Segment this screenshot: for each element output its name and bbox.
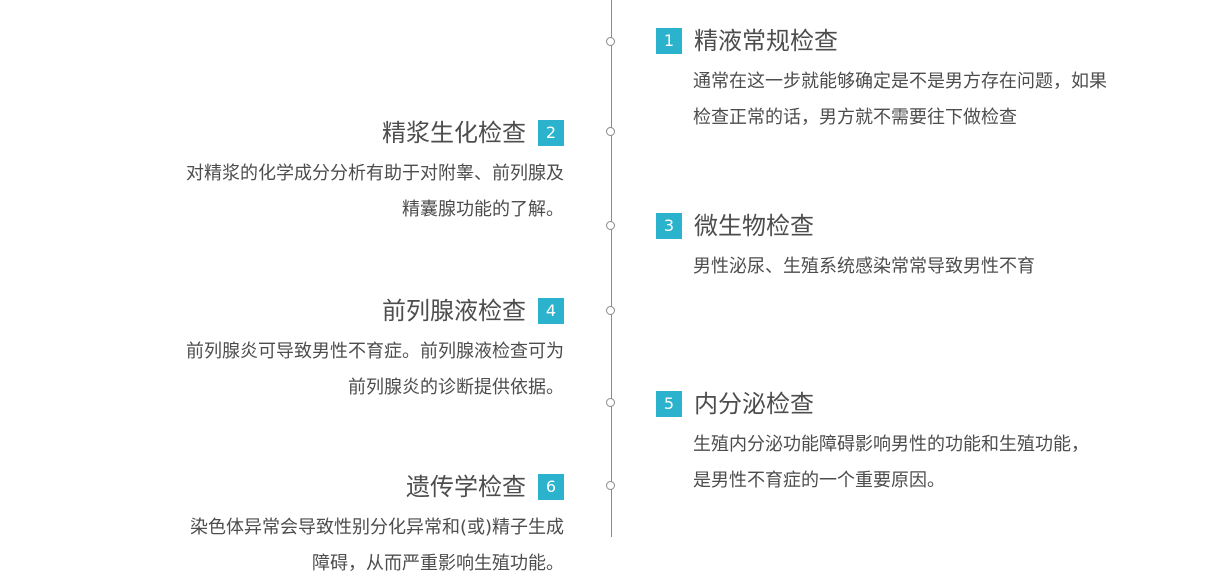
timeline-node <box>606 481 615 490</box>
step-title: 内分泌检查 <box>694 390 814 418</box>
step-1: 1 精液常规检查 通常在这一步就能够确定是不是男方存在问题，如果 检查正常的话，… <box>656 25 1107 136</box>
step-header: 前列腺液检查 4 <box>186 295 564 327</box>
timeline-node <box>606 127 615 136</box>
step-description: 生殖内分泌功能障碍影响男性的功能和生殖功能， 是男性不育症的一个重要原因。 <box>656 427 1089 499</box>
step-header: 遗传学检查 6 <box>190 471 564 503</box>
step-description-line: 障碍，从而严重影响生殖功能。 <box>312 553 564 574</box>
step-number-badge: 2 <box>538 120 564 146</box>
step-number-badge: 5 <box>656 391 682 417</box>
step-3: 3 微生物检查 男性泌尿、生殖系统感染常常导致男性不育 <box>656 210 1035 285</box>
timeline-node <box>606 221 615 230</box>
step-header: 3 微生物检查 <box>656 210 1035 242</box>
step-description: 对精浆的化学成分分析有助于对附睾、前列腺及 精囊腺功能的了解。 <box>186 156 564 228</box>
step-description: 通常在这一步就能够确定是不是男方存在问题，如果 检查正常的话，男方就不需要往下做… <box>656 64 1107 136</box>
step-number-badge: 4 <box>538 298 564 324</box>
step-number-badge: 6 <box>538 474 564 500</box>
step-4: 前列腺液检查 4 前列腺炎可导致男性不育症。前列腺液检查可为 前列腺炎的诊断提供… <box>186 295 564 406</box>
step-description: 前列腺炎可导致男性不育症。前列腺液检查可为 前列腺炎的诊断提供依据。 <box>186 334 564 406</box>
step-description-line: 男性泌尿、生殖系统感染常常导致男性不育 <box>693 256 1035 277</box>
timeline-line <box>611 0 612 537</box>
step-description-line: 对精浆的化学成分分析有助于对附睾、前列腺及 <box>186 163 564 184</box>
step-number-badge: 3 <box>656 213 682 239</box>
step-number-badge: 1 <box>656 28 682 54</box>
step-description-line: 染色体异常会导致性别分化异常和(或)精子生成 <box>189 517 564 538</box>
step-6: 遗传学检查 6 染色体异常会导致性别分化异常和(或)精子生成 障碍，从而严重影响… <box>190 471 564 582</box>
step-description-line: 通常在这一步就能够确定是不是男方存在问题，如果 <box>693 71 1107 92</box>
step-description-line: 生殖内分泌功能障碍影响男性的功能和生殖功能， <box>693 434 1089 455</box>
step-title: 精液常规检查 <box>694 27 838 55</box>
step-description: 男性泌尿、生殖系统感染常常导致男性不育 <box>656 249 1035 285</box>
step-header: 5 内分泌检查 <box>656 388 1089 420</box>
timeline-node <box>606 37 615 46</box>
step-description-line: 前列腺炎可导致男性不育症。前列腺液检查可为 <box>186 341 564 362</box>
step-title: 遗传学检查 <box>406 473 526 501</box>
step-title: 前列腺液检查 <box>382 297 526 325</box>
step-description-line: 检查正常的话，男方就不需要往下做检查 <box>693 107 1017 128</box>
step-title: 微生物检查 <box>694 212 814 240</box>
timeline-node <box>606 306 615 315</box>
timeline-node <box>606 398 615 407</box>
step-header: 1 精液常规检查 <box>656 25 1107 57</box>
step-title: 精浆生化检查 <box>382 119 526 147</box>
step-description-line: 是男性不育症的一个重要原因。 <box>693 470 945 491</box>
step-header: 精浆生化检查 2 <box>186 117 564 149</box>
step-description-line: 精囊腺功能的了解。 <box>402 199 564 220</box>
step-5: 5 内分泌检查 生殖内分泌功能障碍影响男性的功能和生殖功能， 是男性不育症的一个… <box>656 388 1089 499</box>
step-description: 染色体异常会导致性别分化异常和(或)精子生成 障碍，从而严重影响生殖功能。 <box>190 510 564 582</box>
step-description-line: 前列腺炎的诊断提供依据。 <box>348 377 564 398</box>
step-2: 精浆生化检查 2 对精浆的化学成分分析有助于对附睾、前列腺及 精囊腺功能的了解。 <box>186 117 564 228</box>
